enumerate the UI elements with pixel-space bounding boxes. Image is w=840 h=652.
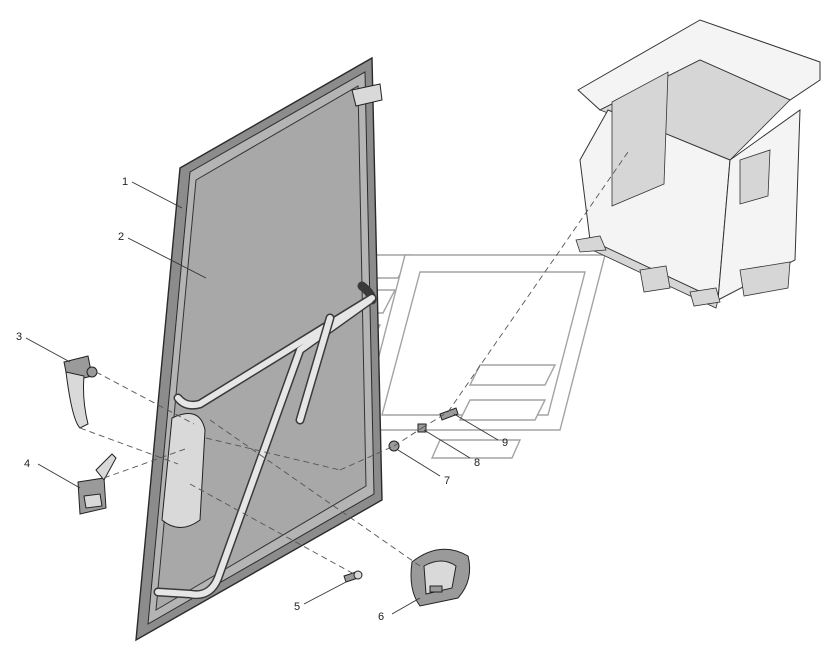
assembly-lines [79, 151, 629, 575]
callout-9: 9 [502, 437, 508, 449]
leader-lines [25, 181, 499, 615]
callout-7: 7 [444, 475, 450, 487]
leader-7 [397, 449, 441, 477]
lock-cover [410, 548, 471, 607]
outer-door-handle [63, 355, 98, 429]
callout-5: 5 [294, 601, 300, 613]
callout-1: 1 [122, 176, 128, 188]
leader-3 [25, 337, 71, 363]
callout-2: 2 [118, 231, 124, 243]
callout-6: 6 [378, 611, 384, 623]
leader-6 [391, 597, 421, 615]
leader-1 [131, 181, 183, 209]
door-handrail [153, 281, 377, 600]
leader-8 [423, 429, 471, 459]
callout-labels: 1 2 3 4 5 6 7 8 9 [16, 176, 508, 623]
leader-5 [303, 581, 347, 605]
leader-9 [453, 413, 499, 441]
inner-latch [77, 453, 117, 515]
callout-4: 4 [24, 458, 30, 470]
lock-mount-plate [161, 413, 206, 528]
door-frame [135, 56, 383, 642]
leader-4 [37, 463, 81, 489]
leader-2 [127, 237, 207, 279]
hinge-plate [351, 83, 383, 107]
bolt [439, 407, 459, 421]
callout-8: 8 [474, 457, 480, 469]
cab-assembly [575, 19, 821, 309]
screw [343, 570, 363, 583]
callout-3: 3 [16, 331, 22, 343]
